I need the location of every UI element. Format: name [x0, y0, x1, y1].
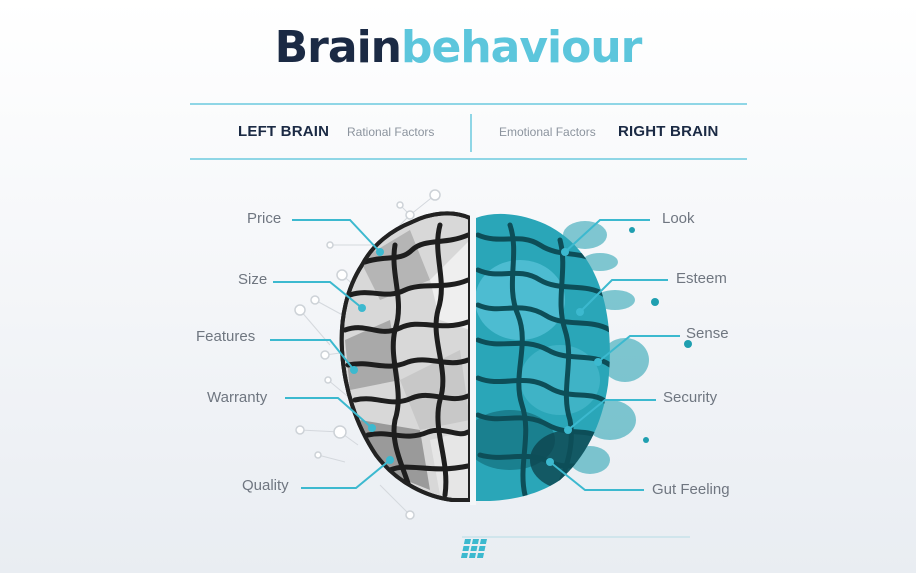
left-brain-subtitle: Rational Factors: [347, 125, 435, 139]
network-node: [314, 451, 322, 459]
right-brain-heading: RIGHT BRAIN: [618, 123, 719, 140]
right-brain-subtitle: Emotional Factors: [499, 125, 596, 139]
callout-line-esteem: [579, 279, 668, 313]
label-price: Price: [247, 210, 282, 227]
label-size: Size: [238, 271, 268, 288]
callout-dot: [576, 308, 584, 316]
callout-dot: [564, 426, 572, 434]
label-quality: Quality: [242, 477, 289, 494]
network-node: [295, 425, 305, 435]
network-node: [405, 510, 415, 520]
left-brain-heading: LEFT BRAIN: [238, 123, 330, 140]
page-title: Brainbehaviour: [0, 18, 916, 78]
label-sense: Sense: [686, 325, 729, 342]
callout-dot: [561, 248, 569, 256]
ink-drop: [643, 437, 649, 443]
callout-dot: [358, 304, 366, 312]
header-top-rule: [190, 103, 747, 105]
network-node: [405, 210, 415, 220]
label-security: Security: [663, 389, 718, 406]
callout-dot: [350, 366, 358, 374]
network-node: [310, 295, 320, 305]
callout-line-gut-feeling: [549, 461, 644, 491]
header-divider: [470, 114, 472, 152]
hemisphere-gap: [470, 210, 476, 505]
network-node: [429, 189, 441, 201]
label-esteem: Esteem: [676, 270, 727, 287]
label-look: Look: [662, 210, 695, 227]
callout-line-quality: [301, 459, 391, 489]
network-node: [320, 350, 330, 360]
callout-line-price: [292, 219, 381, 253]
network-node: [336, 269, 348, 281]
title-accent: behaviour: [400, 22, 642, 73]
header-bottom-rule: [190, 158, 747, 160]
callout-line-sense: [597, 335, 680, 363]
callout-dot: [546, 458, 554, 466]
callout-dot: [386, 456, 394, 464]
ink-drop: [629, 227, 635, 233]
callout-line-features: [270, 339, 355, 371]
label-features: Features: [196, 328, 256, 345]
callout-line-size: [273, 281, 363, 309]
right-hemisphere: [476, 213, 610, 501]
network-node: [326, 241, 334, 249]
callout-dot: [594, 358, 602, 366]
label-gut-feeling: Gut Feeling: [652, 481, 730, 498]
title-main: Brain: [274, 22, 402, 73]
callout-line-warranty: [285, 397, 373, 429]
ink-drop: [651, 298, 659, 306]
network-node: [324, 376, 332, 384]
grid-logo-icon: [460, 539, 487, 558]
ink-drop: [684, 340, 692, 348]
callout-line-security: [567, 399, 656, 431]
left-hemisphere: [339, 211, 472, 502]
callout-dot: [368, 424, 376, 432]
callout-dot: [376, 248, 384, 256]
callout-line-look: [564, 219, 650, 253]
network-node: [333, 425, 347, 439]
network-node: [396, 201, 404, 209]
network-node: [294, 304, 306, 316]
label-warranty: Warranty: [207, 389, 268, 406]
